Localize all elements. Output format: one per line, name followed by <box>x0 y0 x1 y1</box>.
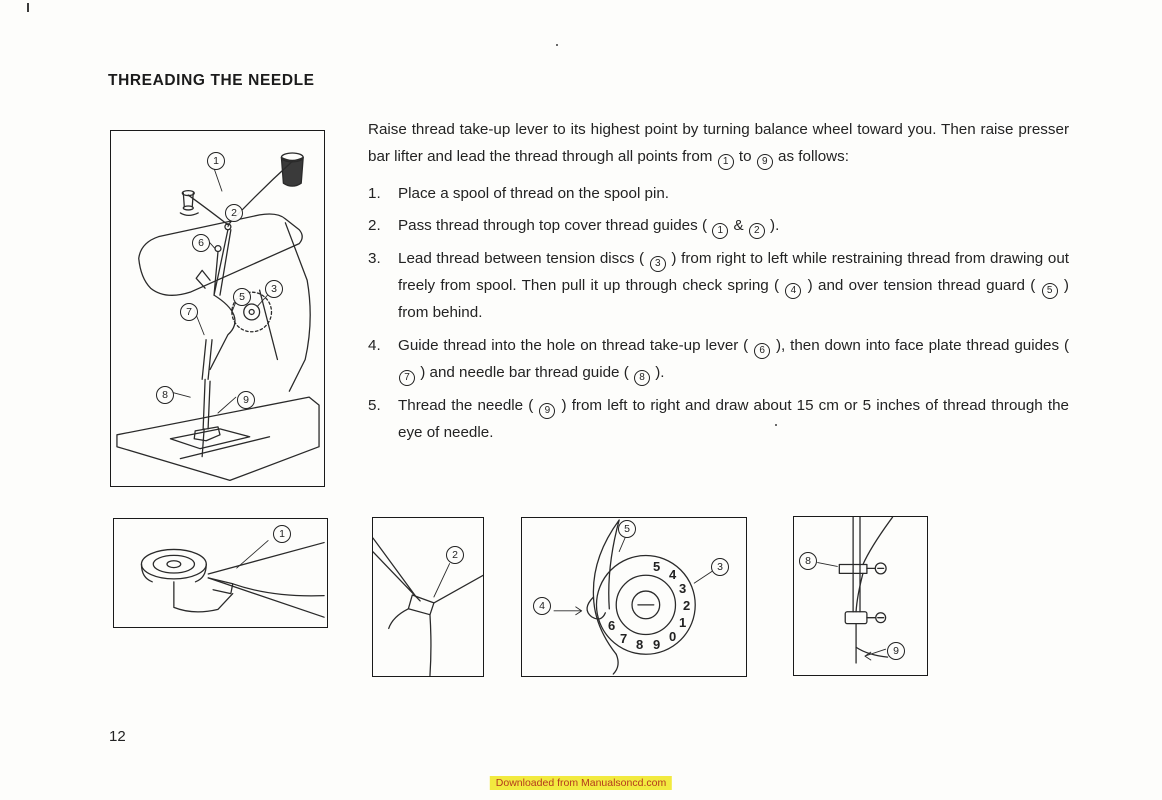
step-number: 3. <box>368 249 381 267</box>
step-text: Pass thread through top cover thread gui… <box>398 212 1069 240</box>
scan-artifact <box>27 3 29 12</box>
watermark-banner: Downloaded from Manualsoncd.com <box>489 776 673 790</box>
step-text: Lead thread between tension discs ( 3 ) … <box>398 249 1069 322</box>
circled-number-5: 5 <box>1041 283 1058 300</box>
list-item: 4. Guide thread into the hole on thread … <box>368 332 1069 387</box>
callout-2: 2 <box>225 204 243 222</box>
list-item: 3. Lead thread between tension discs ( 3… <box>368 245 1069 327</box>
circled-number-9: 9 <box>539 402 556 419</box>
circled-number-1: 1 <box>712 223 729 240</box>
callout-9: 9 <box>887 642 905 660</box>
callout-9: 9 <box>237 391 255 409</box>
figure-spool-pin-detail: 1 <box>113 518 328 628</box>
figure-tension-dial-detail: 5 4 3 2 1 0 9 8 7 6 5 3 4 <box>521 517 747 677</box>
step-number: 5. <box>368 396 381 414</box>
dial-number: 5 <box>653 559 661 574</box>
callout-3: 3 <box>265 280 283 298</box>
sewing-machine-illustration <box>116 152 320 482</box>
circled-number-9: 9 <box>756 154 773 171</box>
tension-dial-illustration <box>553 519 713 675</box>
callout-8: 8 <box>799 552 817 570</box>
step-text: Thread the needle ( 9 ) from left to rig… <box>398 396 1069 442</box>
dial-number: 4 <box>669 567 677 582</box>
callout-3: 3 <box>711 558 729 576</box>
step-number: 2. <box>368 217 381 235</box>
step-number: 4. <box>368 336 381 354</box>
callout-1: 1 <box>273 525 291 543</box>
dial-number: 2 <box>683 598 691 613</box>
circled-number-2: 2 <box>748 223 765 240</box>
instruction-text: Raise thread take-up lever to its highes… <box>368 116 1069 451</box>
scan-artifact <box>775 424 777 426</box>
list-item: 1. Place a spool of thread on the spool … <box>368 180 1069 207</box>
callout-2: 2 <box>446 546 464 564</box>
dial-number: 7 <box>620 631 628 646</box>
circled-number-7: 7 <box>399 370 415 387</box>
circled-number-6: 6 <box>754 342 771 359</box>
figure-thread-guide-detail: 2 <box>372 517 484 677</box>
list-item: 5. Thread the needle ( 9 ) from left to … <box>368 392 1069 447</box>
figure-main-threading-diagram: 1 2 6 5 3 7 8 9 <box>110 130 325 487</box>
instruction-list: 1. Place a spool of thread on the spool … <box>368 180 1069 447</box>
step-text: Place a spool of thread on the spool pin… <box>398 184 670 202</box>
callout-4: 4 <box>533 597 551 615</box>
intro-paragraph: Raise thread take-up lever to its highes… <box>368 116 1069 171</box>
needle-bar-illustration <box>817 517 894 664</box>
spool-pin-illustration <box>140 540 325 618</box>
callout-1: 1 <box>207 152 225 170</box>
dial-number: 3 <box>679 581 687 596</box>
step-number: 1. <box>368 184 381 202</box>
callout-8: 8 <box>156 386 174 404</box>
dial-number: 9 <box>653 637 661 652</box>
circled-number-1: 1 <box>717 154 734 171</box>
dial-number: 6 <box>608 618 616 633</box>
step-text: Guide thread into the hole on thread tak… <box>398 332 1069 387</box>
figure-needle-bar-detail: 8 9 <box>793 516 928 676</box>
callout-7: 7 <box>180 303 198 321</box>
circled-number-8: 8 <box>634 370 650 387</box>
page-title: THREADING THE NEEDLE <box>108 72 315 89</box>
page-number: 12 <box>109 728 126 745</box>
thread-guide-illustration <box>373 537 483 676</box>
dial-number: 8 <box>636 637 644 652</box>
circled-number-4: 4 <box>785 283 802 300</box>
scan-artifact <box>556 44 558 46</box>
callout-5: 5 <box>233 288 251 306</box>
list-item: 2. Pass thread through top cover thread … <box>368 212 1069 240</box>
dial-number: 0 <box>669 629 677 644</box>
callout-6: 6 <box>192 234 210 252</box>
callout-5: 5 <box>618 520 636 538</box>
dial-number: 1 <box>679 615 687 630</box>
circled-number-3: 3 <box>649 255 666 272</box>
